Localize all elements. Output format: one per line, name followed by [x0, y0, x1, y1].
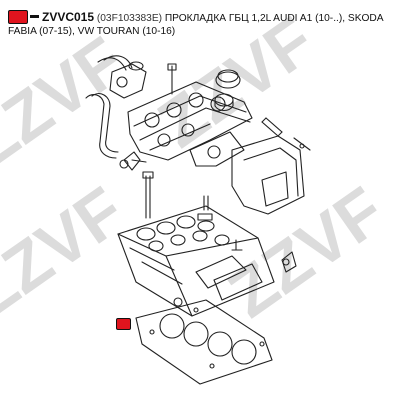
part-code: ZVVC015: [42, 10, 95, 24]
thermostat-housing: [109, 61, 147, 99]
coolant-hose: [85, 55, 133, 159]
part-description: ПРОКЛАДКА ГБЦ 1,2L AUDI A1 (10-..), SKOD…: [8, 13, 384, 37]
product-caption: ZVVC015 (03F103383E) ПРОКЛАДКА ГБЦ 1,2L …: [8, 10, 396, 38]
sensor: [119, 151, 147, 171]
bolt: [167, 63, 177, 95]
oem-number: (03F103383E): [96, 13, 163, 24]
dash-icon: [30, 15, 39, 18]
cylinder-head: [117, 205, 275, 317]
timing-cover: [231, 135, 305, 215]
head-bolt: [142, 171, 154, 219]
gasket-red-marker-icon: [116, 318, 131, 330]
head-gasket: [135, 299, 273, 385]
small-fitting: [281, 251, 297, 273]
red-marker-icon: [8, 10, 28, 24]
guide-pin: [261, 117, 311, 151]
camshaft-housing: [127, 81, 253, 167]
oil-filler-cap: [214, 69, 241, 112]
dowel-pin: [197, 195, 243, 251]
